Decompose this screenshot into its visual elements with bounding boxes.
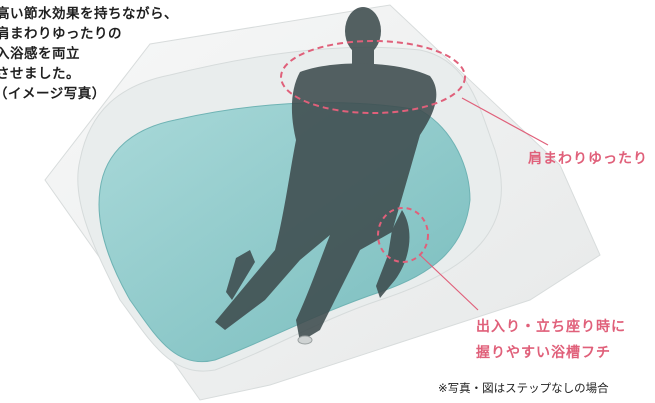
shoulder-leader-line [461, 97, 549, 146]
rim-highlight-circle [377, 207, 429, 263]
shoulder-callout-label: 肩まわりゆったり [528, 151, 648, 167]
description-line-2: 肩まわりゆったりの [0, 26, 122, 42]
grip-callout-line-1: 出入り・立ち座り時に [476, 319, 626, 335]
drain-plug [297, 335, 313, 345]
rim-leader-line [419, 254, 479, 311]
grip-callout-line-2: 握りやすい浴槽フチ [476, 345, 611, 361]
person-silhouette [215, 7, 437, 343]
description-line-5: （イメージ写真） [0, 86, 106, 102]
description-line-4: させました。 [0, 66, 80, 82]
description-line-1: 高い節水効果を持ちながら、 [0, 6, 178, 22]
description-line-3: 入浴感を両立 [0, 46, 80, 62]
footnote: ※写真・図はステップなしの場合 [438, 381, 609, 395]
shoulder-highlight-circle [280, 40, 466, 114]
